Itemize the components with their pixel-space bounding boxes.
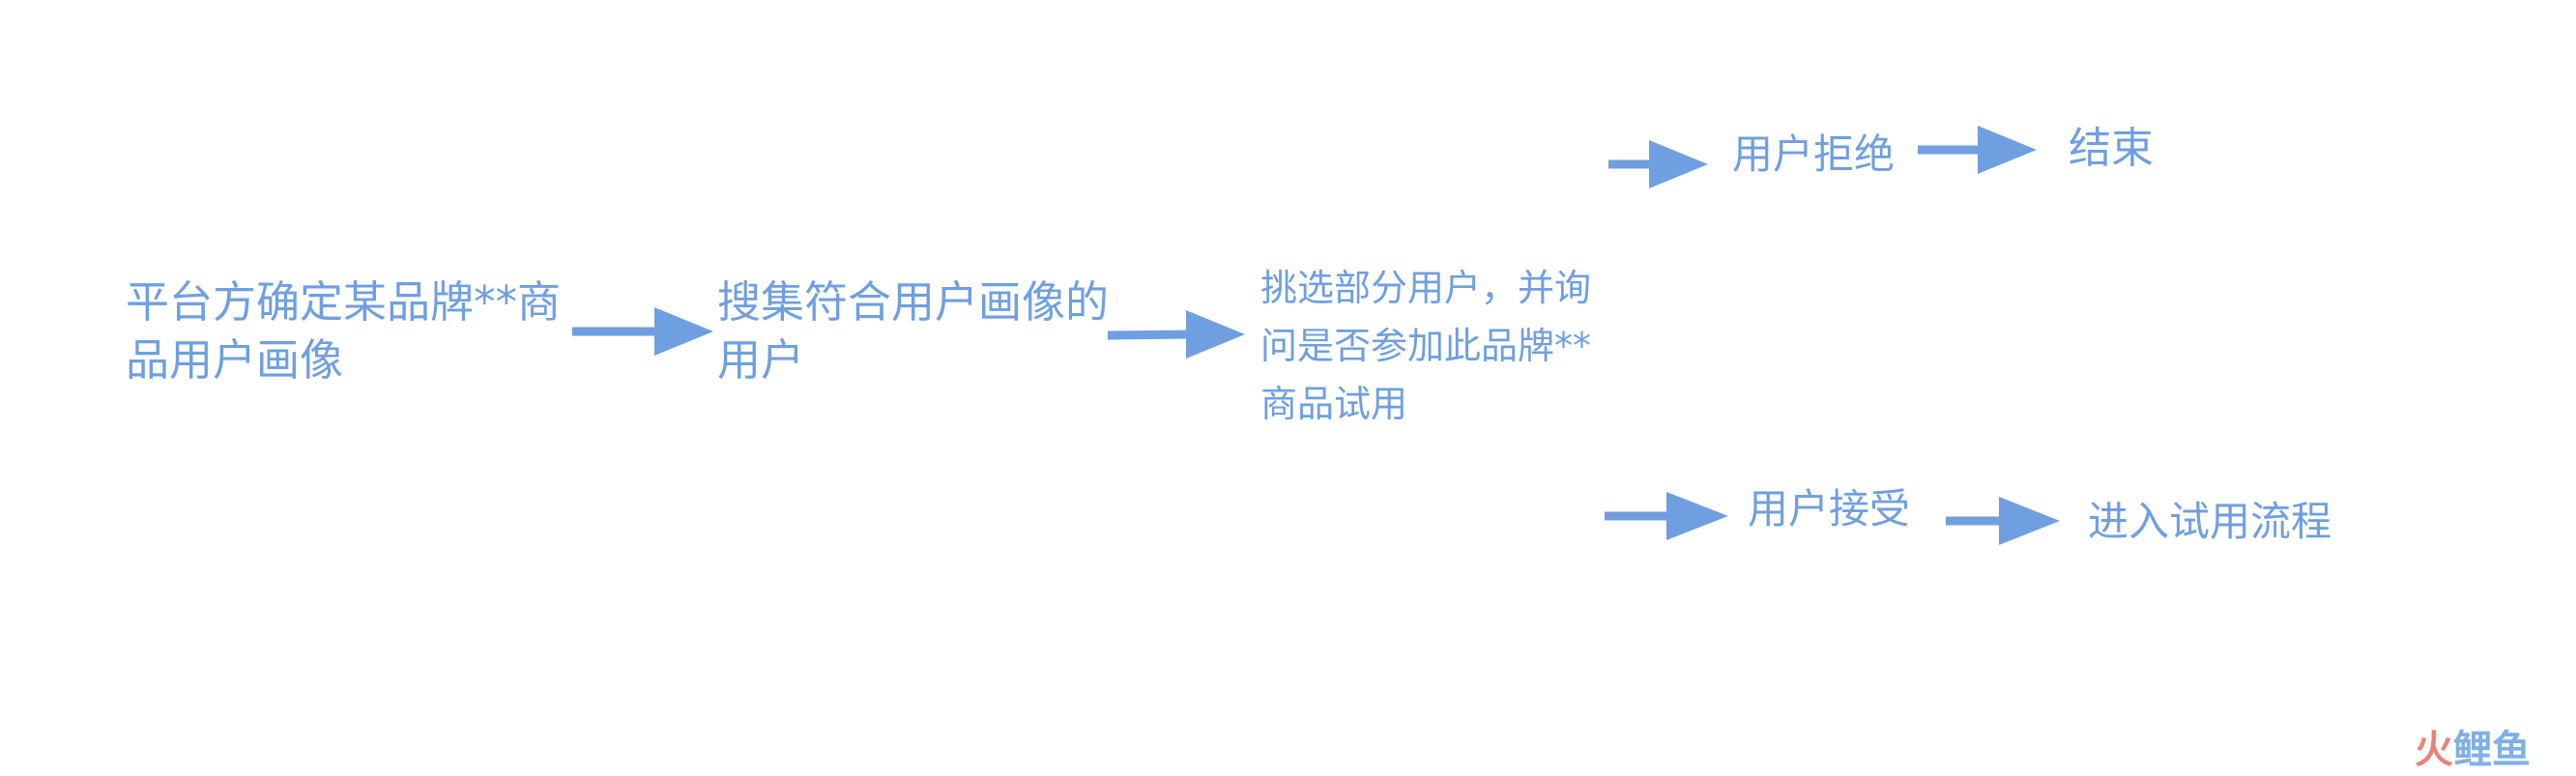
node-enter-trial-process: 进入试用流程 — [2088, 493, 2331, 551]
node-line: 进入试用流程 — [2088, 498, 2332, 545]
node-line: 结束 — [2069, 124, 2154, 173]
node-line: 问是否参加此品牌** — [1260, 325, 1592, 367]
arrow-n1-to-n2 — [572, 307, 713, 356]
node-line: 用户拒绝 — [1732, 130, 1896, 178]
node-line: 商品试用 — [1260, 383, 1408, 425]
node-user-rejects: 用户拒绝 — [1732, 126, 1895, 184]
node-end: 结束 — [2069, 120, 2154, 178]
arrow-accept-to-trial — [1946, 497, 2060, 545]
node-line: 用户 — [717, 334, 805, 386]
watermark-logo: 火鲤鱼 — [2415, 727, 2531, 773]
node-define-user-profile: 平台方确定某品牌**商 品用户画像 — [126, 273, 561, 389]
arrow-n2-to-n3 — [1107, 310, 1245, 359]
node-collect-users: 搜集符合用户画像的 用户 — [717, 273, 1109, 389]
arrow-to-reject — [1608, 140, 1708, 188]
node-line: 用户接受 — [1748, 485, 1911, 532]
node-line: 品用户画像 — [126, 334, 344, 386]
node-line: 挑选部分用户，并询 — [1260, 267, 1592, 309]
node-user-accepts: 用户接受 — [1748, 480, 1910, 538]
watermark-part-2: 鲤鱼 — [2453, 728, 2531, 772]
arrow-reject-to-end — [1918, 126, 2037, 174]
node-line: 平台方确定某品牌**商 — [126, 276, 562, 328]
arrow-to-accept — [1605, 492, 1728, 540]
node-line: 搜集符合用户画像的 — [717, 276, 1110, 328]
node-select-and-ask-users: 挑选部分用户，并询 问是否参加此品牌** 商品试用 — [1260, 259, 1591, 433]
watermark-part-1: 火 — [2415, 728, 2453, 772]
